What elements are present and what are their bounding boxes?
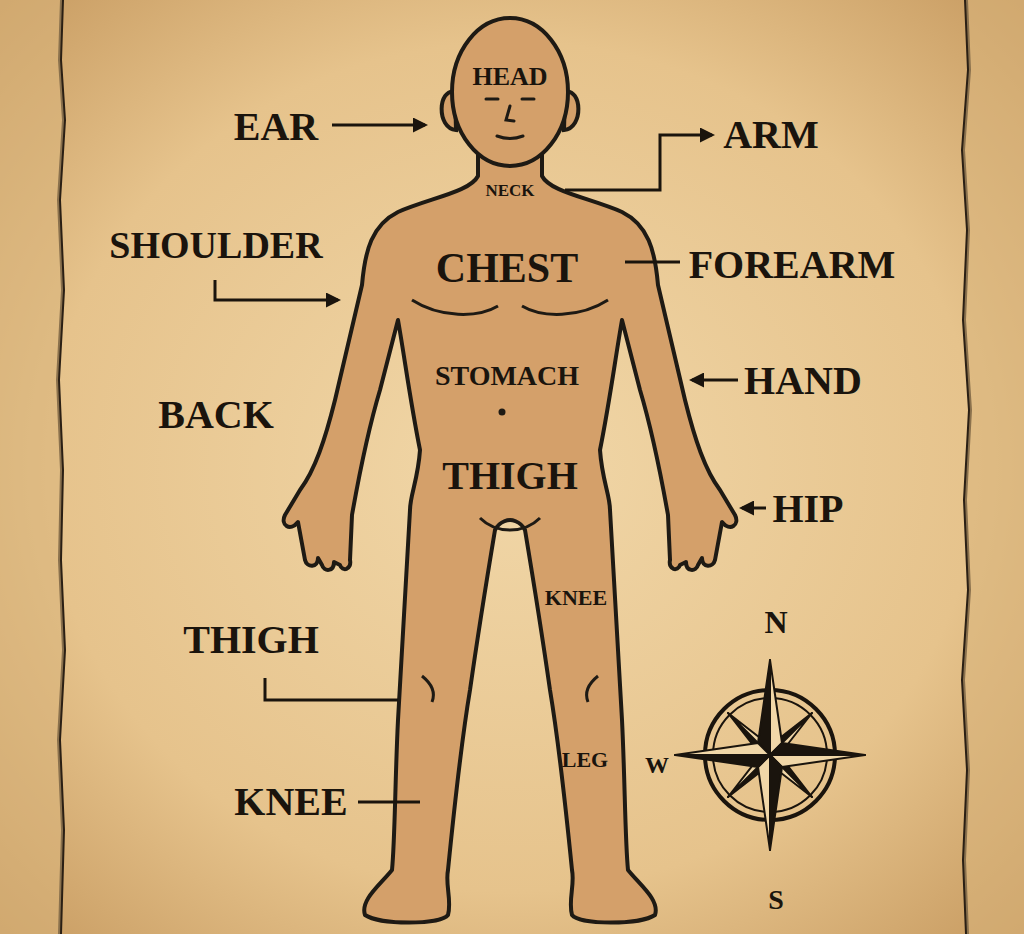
compass-letter: S: [768, 886, 784, 914]
part-label: KNEE: [234, 782, 347, 822]
leader-arrow: [565, 135, 712, 190]
part-label: LEG: [562, 749, 608, 771]
compass-letter: W: [645, 753, 669, 777]
leader-arrow: [692, 379, 738, 382]
part-label: CHEST: [436, 247, 578, 289]
part-label: SHOULDER: [109, 226, 322, 264]
hip-mark: [480, 518, 510, 530]
parchment-edge: [0, 0, 64, 934]
knee-mark: [422, 676, 434, 702]
part-label: HIP: [772, 489, 843, 529]
leader-line: [358, 801, 420, 804]
compass-rose: [675, 660, 865, 850]
part-label: FOREARM: [689, 245, 896, 285]
leader-line: [625, 261, 680, 264]
part-label: THIGH: [442, 456, 578, 496]
part-label: STOMACH: [435, 362, 579, 390]
part-label: HEAD: [472, 64, 547, 90]
face: [486, 99, 534, 138]
part-label: KNEE: [545, 587, 607, 609]
compass-letter: N: [764, 606, 787, 638]
part-label: ARM: [723, 115, 819, 155]
parchment-edge: [963, 0, 1024, 934]
chest-mark: [412, 300, 498, 314]
part-label: BACK: [158, 395, 274, 435]
part-label: EAR: [234, 107, 318, 147]
part-label: THIGH: [183, 620, 319, 660]
part-label: NECK: [485, 182, 534, 199]
navel-dot: [499, 409, 506, 416]
leader-line: [265, 678, 398, 700]
head-shape: [452, 18, 568, 166]
leader-arrow: [215, 280, 338, 300]
leader-arrow: [332, 124, 425, 127]
leader-arrow: [742, 507, 766, 510]
part-label: HAND: [744, 361, 862, 401]
human-figure: [284, 18, 737, 923]
